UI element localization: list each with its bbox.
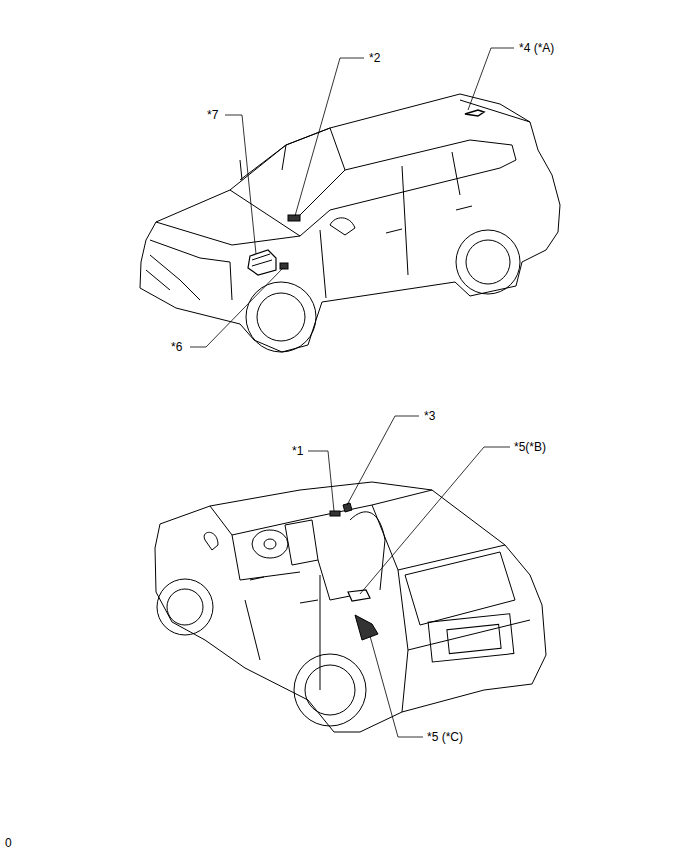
vehicle-rear-view [155,482,546,732]
leader-lines-bottom [308,416,510,737]
callout-number: *5 (*C) [427,730,463,744]
leader-lines-top [190,48,514,347]
callout-number: *4 (*A) [519,41,554,55]
figure-code: 0 [5,836,12,850]
callout-number: *5(*B) [514,440,546,454]
callout-number: *3 [424,409,435,423]
callout-number: *6 [171,340,182,354]
vehicle-front-view [140,94,560,352]
callout-number: *7 [207,108,218,122]
callout-number: *2 [369,51,380,65]
callout-number: *1 [292,444,303,458]
